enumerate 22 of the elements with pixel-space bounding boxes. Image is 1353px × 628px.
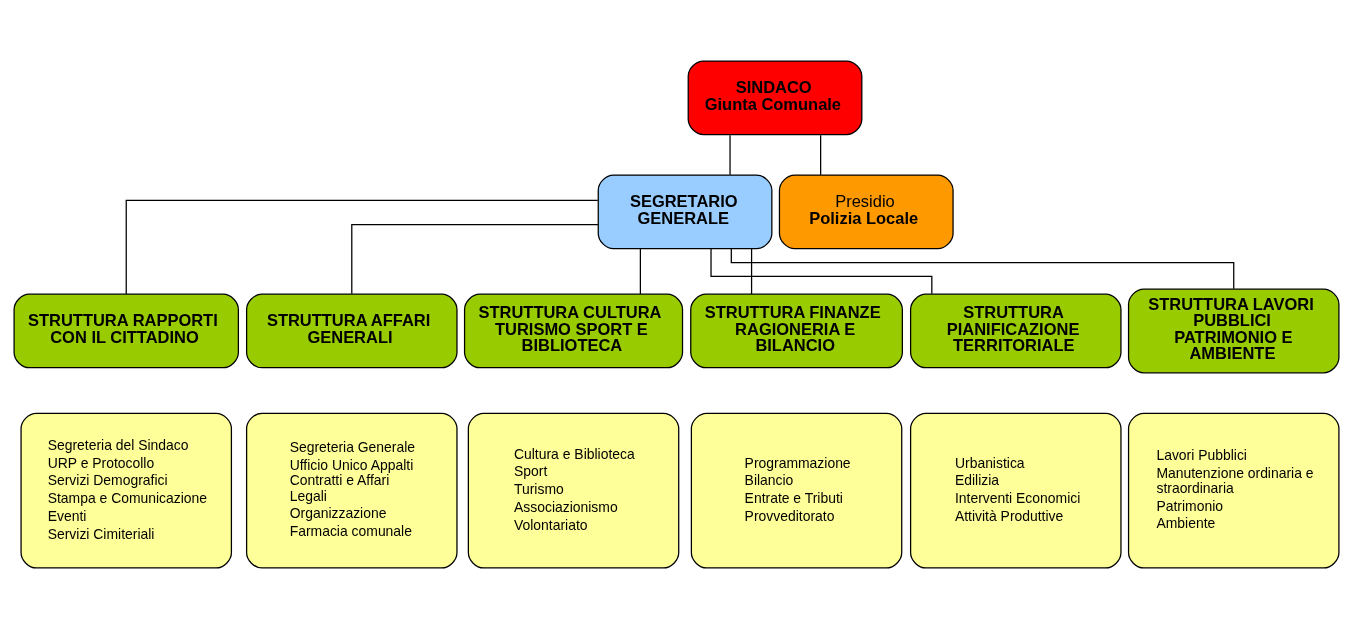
connector (820, 134, 822, 175)
connector (729, 134, 731, 175)
connector (730, 247, 1235, 289)
node-box: Cultura e Biblioteca Sport Turismo Associazionismo Volontariato (467, 412, 680, 569)
node-box: STRUTTURA AFFARI GENERALI (246, 293, 458, 368)
node-box: Lavori Pubblici Manutenzione ordinaria e straordinaria Patrimonio Ambiente (1127, 412, 1340, 569)
connector (750, 247, 753, 295)
node-box: STRUTTURA PIANIFICAZIONE TERRITORIALE (909, 293, 1122, 368)
connector (125, 199, 599, 295)
node-box: SEGRETARIO GENERALE (597, 173, 773, 249)
connector (351, 223, 599, 294)
node-box: Urbanistica Edilizia Interventi Economici Attività Produttive (909, 412, 1122, 569)
node-box: Segreteria del Sindaco URP e Protocollo Servizi Demografici Stampa e Comunicazione Eventi Servizi Cimiteriali (20, 412, 233, 569)
node-box: Presidio Polizia Locale (778, 173, 954, 249)
node-box: STRUTTURA RAPPORTI CON IL CITTADINO (13, 293, 239, 368)
node-box: Programmazione Bilancio Entrate e Tributi Provveditorato (690, 412, 903, 569)
node-box: Segreteria Generale Ufficio Unico Appalti Contratti e Affari Legali Organizzazione Farmacia comunale (246, 412, 458, 569)
node-box: STRUTTURA CULTURA TURISMO SPORT E BIBLIOTECA (463, 293, 684, 368)
node-box: STRUTTURA LAVORI PUBBLICI PATRIMONIO E AMBIENTE (1127, 288, 1340, 373)
connector (639, 247, 642, 295)
node-box: SINDACO Giunta Comunale (687, 59, 863, 135)
node-box: STRUTTURA FINANZE RAGIONERIA E BILANCIO (690, 293, 903, 368)
